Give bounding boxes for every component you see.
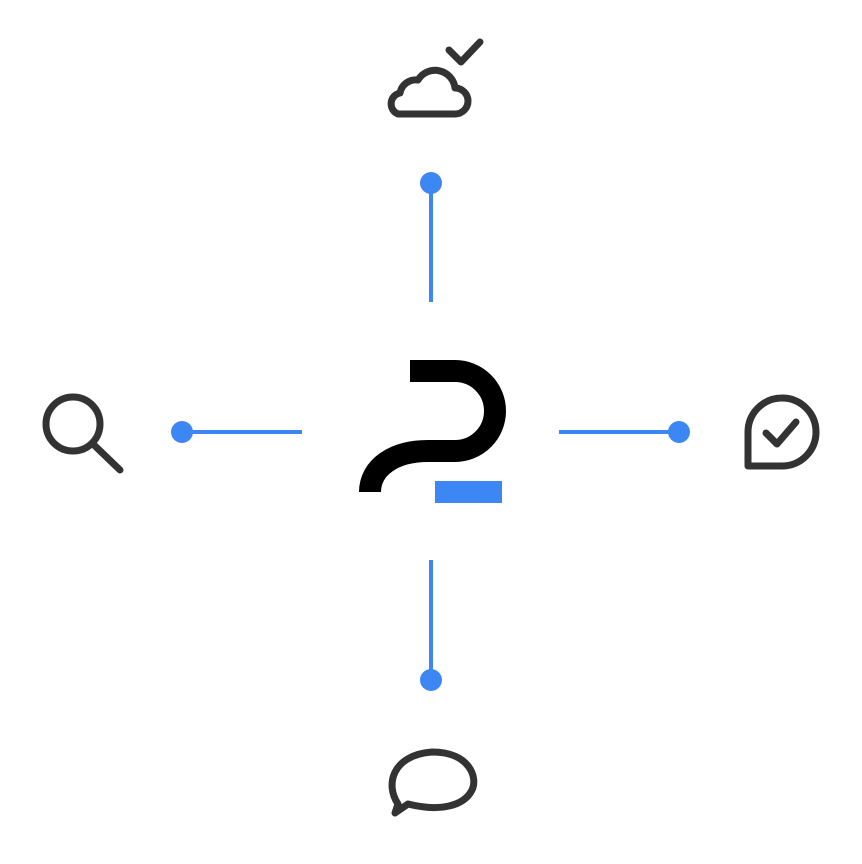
chat-check-icon xyxy=(744,394,820,470)
logo-underscore xyxy=(435,481,502,503)
connector-dot-top xyxy=(420,172,442,194)
connector-dot-left xyxy=(171,421,193,443)
search-icon xyxy=(42,393,124,474)
connector-dot-bottom xyxy=(420,669,442,691)
chat-bubble-icon xyxy=(388,748,478,817)
logo-mark xyxy=(359,360,506,503)
cloud-check-icon xyxy=(387,38,484,118)
connectors xyxy=(171,172,690,691)
connector-dot-right xyxy=(668,421,690,443)
